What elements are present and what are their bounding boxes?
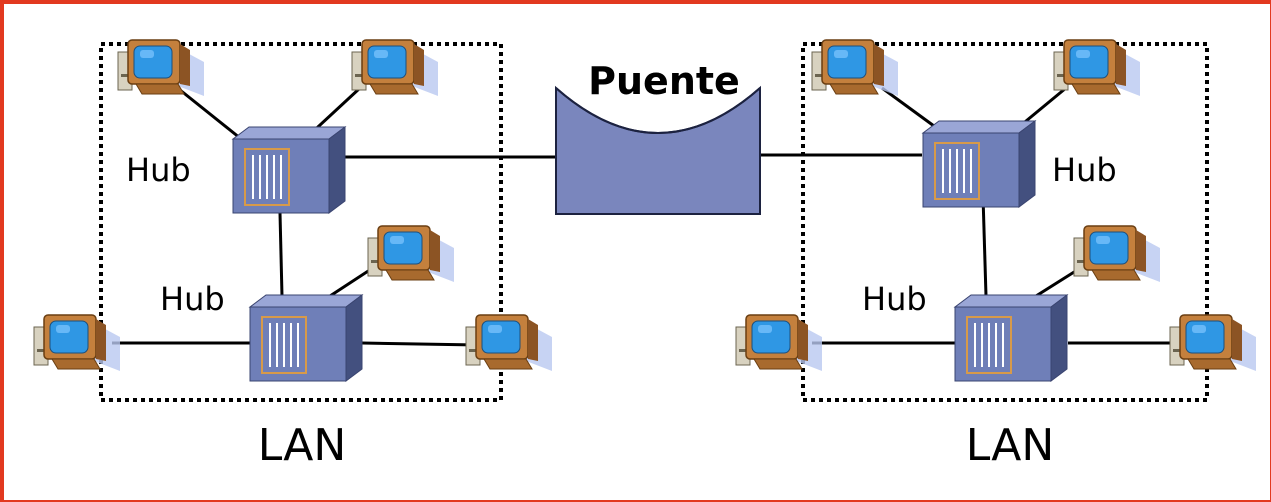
computer-icon (811, 39, 899, 97)
computer-icon (465, 314, 553, 372)
link-pc-hub (1019, 86, 1067, 128)
computer-icon (367, 225, 455, 283)
link-pc-hub (179, 88, 241, 140)
link-hub-pc (361, 341, 479, 347)
left-lan-boundary (99, 42, 503, 402)
hub-label-left-top: Hub (126, 151, 191, 189)
computer-icon (33, 314, 121, 372)
bridge-device: Puente (555, 59, 761, 215)
computer-icon (1169, 314, 1257, 372)
lan-label-right: LAN (966, 420, 1055, 471)
computer-icon (1053, 39, 1141, 97)
computer-icon (351, 39, 439, 97)
computer-icon (117, 39, 205, 97)
hub-left-bottom (249, 294, 363, 382)
link-hub-hub (981, 195, 988, 297)
hub-right-top (922, 120, 1036, 208)
bridge-label: Puente (588, 59, 740, 103)
right-lan-boundary (801, 42, 1209, 402)
link-hub-hub (278, 212, 284, 297)
hub-label-right-bottom: Hub (862, 280, 927, 318)
lan-label-left: LAN (258, 420, 347, 471)
hub-left-top (232, 126, 346, 214)
hub-label-right-top: Hub (1052, 151, 1117, 189)
link-pc-hub (881, 86, 935, 128)
computer-icon (1073, 225, 1161, 283)
hub-right-bottom (954, 294, 1068, 382)
hub-label-left-bottom: Hub (160, 280, 225, 318)
computer-icon (735, 314, 823, 372)
